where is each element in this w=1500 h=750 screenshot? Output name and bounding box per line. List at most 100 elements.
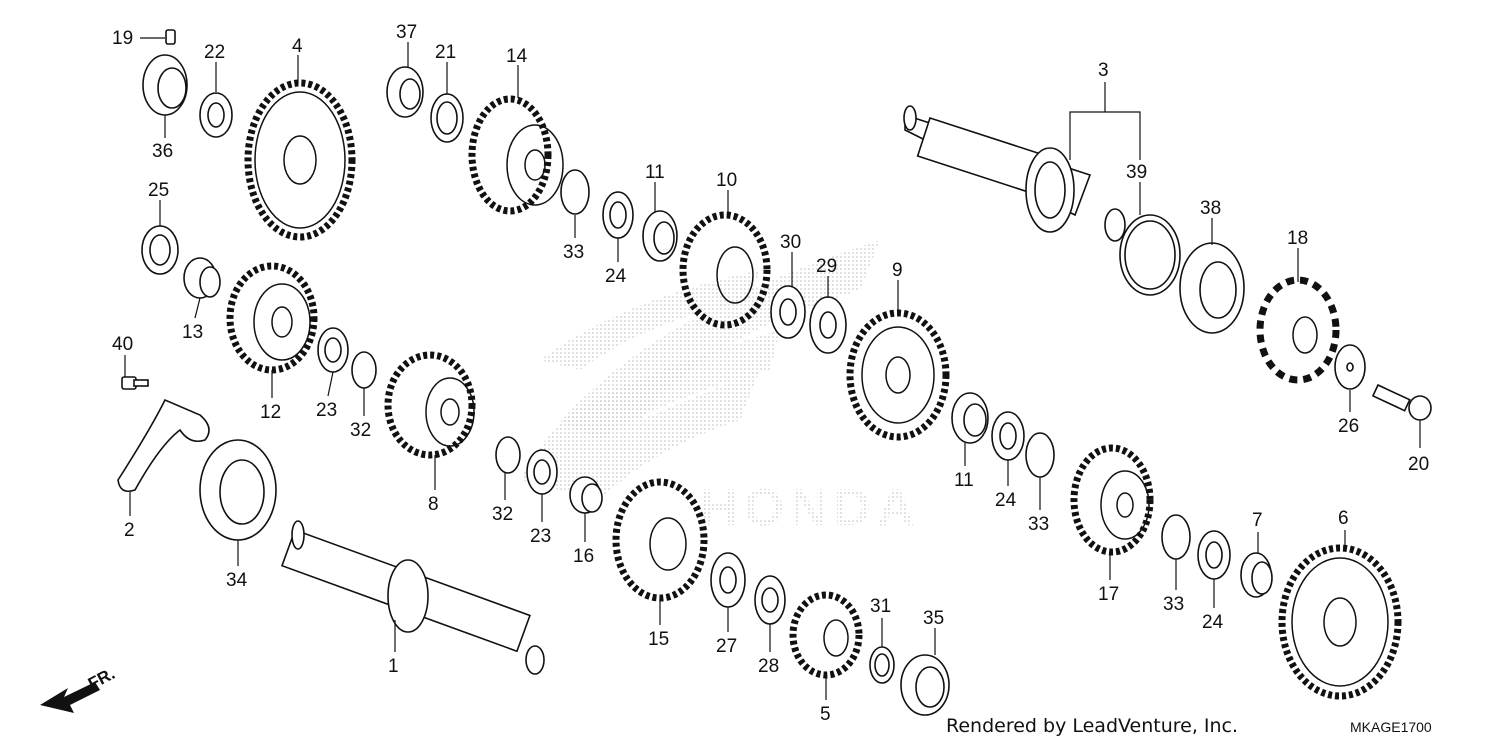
- circlip-39: [1119, 214, 1181, 296]
- gear-17: [1070, 444, 1154, 556]
- callout-24-middle: 24: [995, 490, 1017, 511]
- washer-25: [141, 225, 179, 275]
- callout-30: 30: [780, 232, 801, 253]
- gear-5: [789, 591, 863, 679]
- callout-22: 22: [204, 42, 225, 63]
- callout-7: 7: [1252, 510, 1263, 531]
- gear-4: [244, 79, 356, 241]
- callout-33-lower: 33: [1163, 594, 1184, 615]
- bearing-35: [900, 654, 950, 716]
- callout-34: 34: [226, 570, 248, 591]
- front-direction-arrow: FR.: [40, 664, 118, 713]
- gear-12: [226, 262, 318, 374]
- washer-31: [869, 646, 895, 684]
- honda-watermark-text: HONDA: [700, 479, 921, 537]
- bearing-37: [386, 66, 424, 118]
- oil-seal-38: [1179, 242, 1245, 334]
- callout-3: 3: [1098, 60, 1109, 81]
- callout-25: 25: [148, 180, 169, 201]
- bearing-36: [142, 54, 188, 116]
- washer-26: [1334, 344, 1366, 390]
- callout-19: 19: [112, 28, 133, 49]
- washer-28: [754, 575, 786, 625]
- callout-2: 2: [124, 520, 135, 541]
- gear-8: [384, 351, 476, 459]
- bearing-34: [199, 439, 277, 541]
- washer-23-lower: [526, 449, 558, 495]
- callout-24-lower: 24: [1202, 612, 1224, 633]
- callout-12: 12: [260, 402, 281, 423]
- callout-11-upper: 11: [645, 162, 665, 183]
- callout-13: 13: [182, 322, 203, 343]
- callout-38: 38: [1200, 198, 1221, 219]
- washer-30: [770, 285, 806, 339]
- callout-15: 15: [648, 629, 669, 650]
- callout-32-lower: 32: [492, 504, 513, 525]
- bolt-40: [121, 376, 149, 390]
- gear-14: [468, 95, 564, 215]
- diagram-code: MKAGE1700: [1350, 719, 1432, 735]
- gear-10: [679, 211, 771, 329]
- callout-labels: 19 36 22 4 37 21 14 11 33 24 10 30 29 9 …: [112, 22, 1429, 725]
- callout-1: 1: [388, 656, 399, 677]
- callout-16: 16: [573, 546, 594, 567]
- pin-19: [165, 29, 176, 45]
- bearing-11-lower: [951, 392, 989, 444]
- callout-23-lower: 23: [530, 526, 551, 547]
- callout-36: 36: [152, 141, 173, 162]
- callout-26: 26: [1338, 416, 1359, 437]
- callout-29: 29: [816, 256, 837, 277]
- callout-35: 35: [923, 608, 944, 629]
- callout-6: 6: [1338, 508, 1349, 529]
- circlip-32-upper: [351, 351, 377, 389]
- callout-11-lower: 11: [954, 470, 974, 491]
- callout-33-upper: 33: [563, 242, 584, 263]
- callout-14: 14: [506, 46, 528, 67]
- circlip-33-middle: [1025, 432, 1055, 478]
- callout-31: 31: [870, 596, 891, 617]
- callout-20: 20: [1408, 454, 1429, 475]
- callout-28: 28: [758, 656, 779, 677]
- washer-24-middle: [991, 411, 1025, 461]
- bearing-11-upper: [642, 210, 678, 262]
- callout-8: 8: [428, 494, 439, 515]
- callout-5: 5: [820, 704, 831, 725]
- callout-17: 17: [1098, 584, 1119, 605]
- circlip-32-lower: [495, 436, 521, 474]
- setting-plate-2: [117, 398, 210, 493]
- callout-40: 40: [112, 334, 133, 355]
- callout-33-middle: 33: [1028, 514, 1049, 535]
- washer-27: [710, 552, 746, 608]
- callout-4: 4: [292, 36, 303, 57]
- callout-24-upper: 24: [605, 266, 627, 287]
- callout-39: 39: [1126, 162, 1147, 183]
- gear-15: [612, 478, 708, 602]
- bushing-7: [1240, 552, 1273, 598]
- bolt-20: [1371, 383, 1432, 421]
- bushing-13: [183, 257, 221, 299]
- gear-6: [1278, 544, 1402, 700]
- callout-10: 10: [716, 170, 737, 191]
- render-credit: Rendered by LeadVenture, Inc.: [946, 715, 1238, 737]
- mainshaft-1: [280, 520, 545, 675]
- callout-37: 37: [396, 22, 417, 43]
- callout-18: 18: [1287, 228, 1308, 249]
- callout-27: 27: [716, 636, 737, 657]
- washer-29: [809, 296, 847, 354]
- circlip-33-lower: [1161, 514, 1191, 560]
- washer-24-upper: [602, 191, 634, 239]
- callout-21: 21: [435, 42, 456, 63]
- bearing-16: [569, 476, 603, 514]
- callout-23-upper: 23: [316, 400, 337, 421]
- washer-23-upper: [317, 327, 349, 373]
- washer-21: [430, 93, 464, 143]
- callout-9: 9: [892, 260, 903, 281]
- countershaft-3: [903, 105, 1126, 242]
- callout-32-upper: 32: [350, 420, 371, 441]
- leader-lines: [124, 37, 1421, 700]
- gear-9: [846, 309, 950, 441]
- washer-24-lower: [1197, 530, 1231, 580]
- sprocket-18: [1256, 276, 1340, 384]
